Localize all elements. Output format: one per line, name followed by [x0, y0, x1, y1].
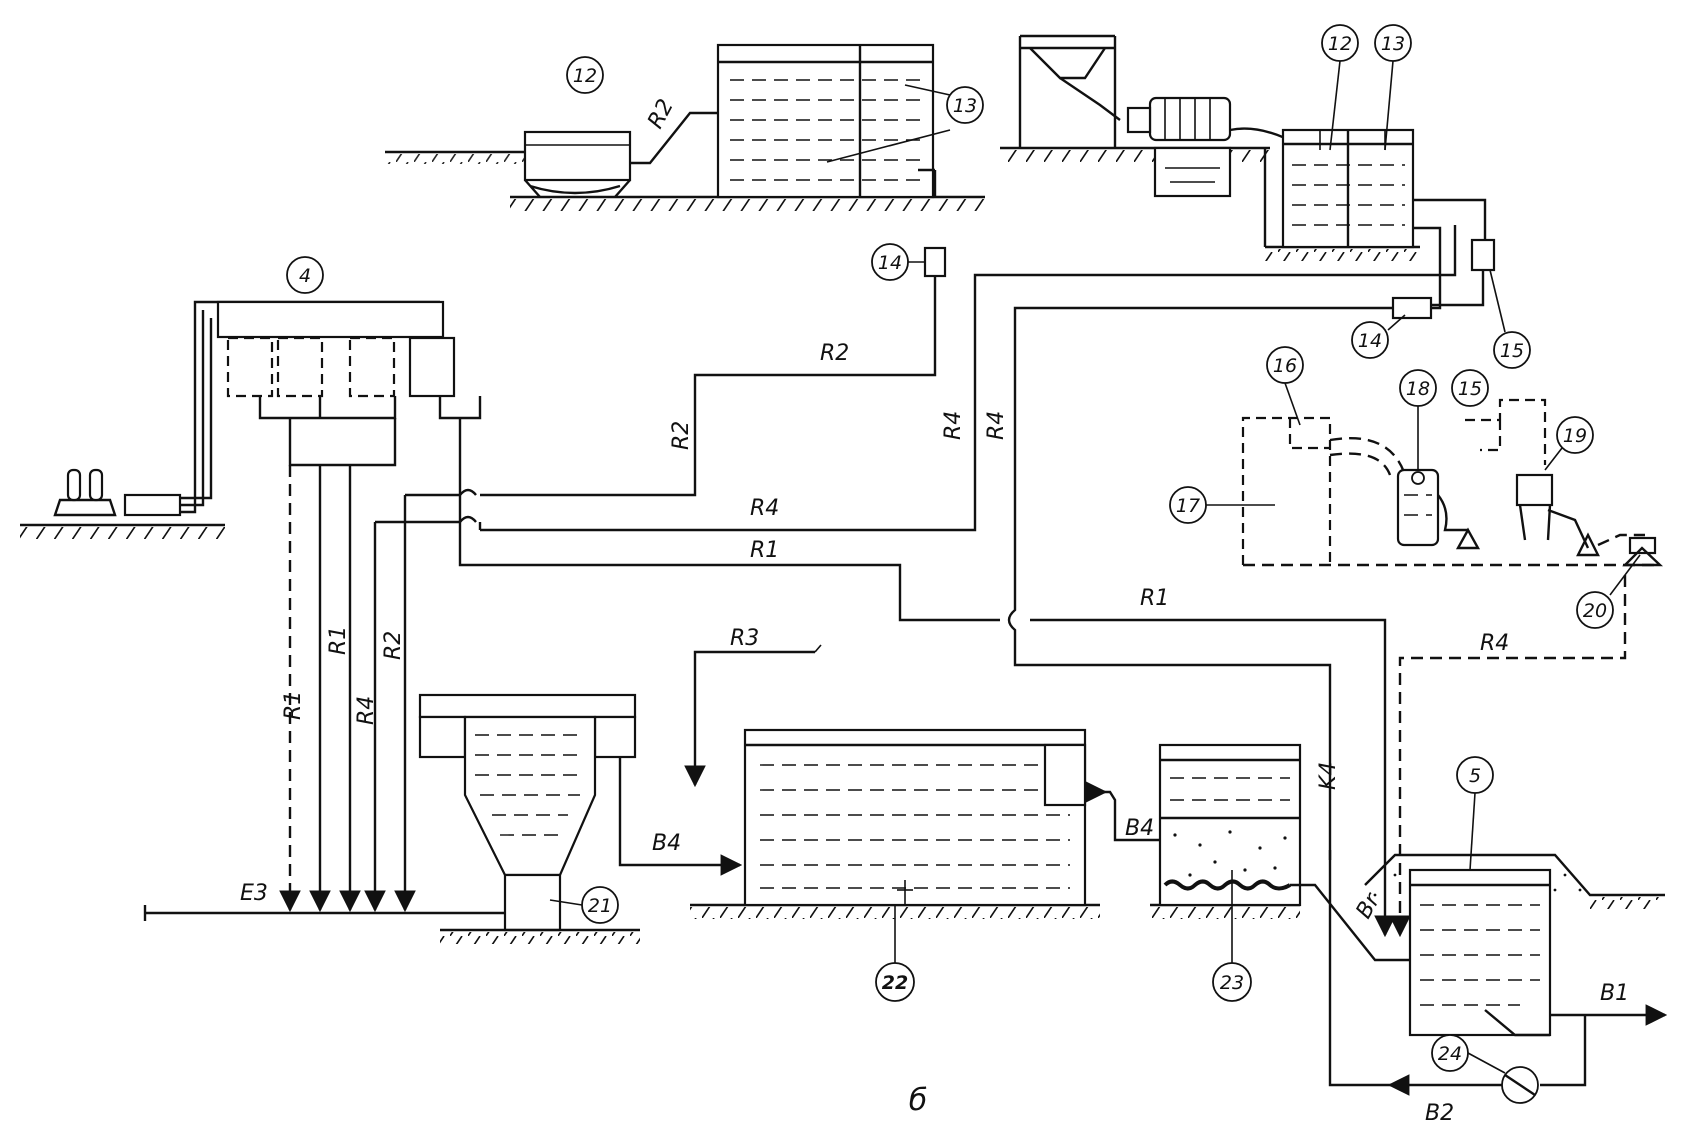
- settling-tank-22: [690, 728, 1160, 919]
- label-r2-upper: R2: [820, 341, 849, 366]
- label-r2-vertical: R2: [669, 421, 694, 450]
- callout-23: 23: [1220, 972, 1244, 994]
- equipment-16-20: [1241, 398, 1664, 938]
- label-b1: B1: [1600, 981, 1629, 1006]
- top-left-unit: [385, 43, 985, 211]
- callout-12-right: 12: [1328, 33, 1352, 55]
- label-r2-top-left: R2: [643, 95, 679, 133]
- tank-12-top: [523, 130, 632, 182]
- label-r1-horizontal: R1: [750, 538, 779, 563]
- label-b2: B2: [1425, 1101, 1454, 1126]
- callout-17: 17: [1176, 495, 1200, 517]
- valve-15-right: [1470, 238, 1496, 272]
- main-pipes: [375, 225, 1457, 938]
- label-r4-horizontal: R4: [750, 496, 779, 521]
- callout-4: 4: [299, 265, 311, 287]
- hydrocyclone-21: [418, 693, 743, 944]
- callout-24: 24: [1438, 1043, 1462, 1065]
- label-e3: E3: [240, 881, 268, 906]
- callout-22: 22: [882, 972, 908, 994]
- callout-15-mid: 15: [1458, 378, 1482, 400]
- label-r4-vertical-2: R4: [984, 411, 1009, 440]
- return-pipes: [143, 465, 530, 921]
- settler-13-top: [716, 43, 935, 199]
- label-r4-vertical-left: R4: [354, 696, 379, 725]
- valve-14-right: [1391, 296, 1433, 320]
- label-b4-left: B4: [652, 831, 681, 856]
- callout-21: 21: [588, 895, 612, 917]
- label-r4-vertical-1: R4: [941, 411, 966, 440]
- label-r1-vertical-a: R1: [281, 691, 306, 720]
- figure-caption: б: [909, 1083, 928, 1118]
- callout-numbers: 12 13 14 4 12 13 14 15 16 17 18 15 19 20…: [299, 33, 1607, 1065]
- machine-block-4: [20, 300, 482, 539]
- label-r1-right: R1: [1140, 586, 1169, 611]
- label-r4-right: R4: [1480, 631, 1509, 656]
- callout-20: 20: [1583, 600, 1607, 622]
- callout-15-right: 15: [1500, 340, 1524, 362]
- reservoir-5: [1328, 850, 1668, 1104]
- label-b4-right: B4: [1125, 816, 1154, 841]
- callout-13-right: 13: [1381, 33, 1405, 55]
- label-r3: R3: [730, 626, 759, 651]
- callout-18: 18: [1406, 378, 1430, 400]
- callout-14-left: 14: [878, 252, 902, 274]
- pipe-labels: R2 R2 R2 R4 R4 R4 R1 R1 R4 R3 R1 R1 R4 R…: [240, 95, 1629, 1126]
- label-k4: K4: [1316, 762, 1341, 790]
- valve-14-left: [923, 246, 947, 278]
- callout-14-right: 14: [1358, 330, 1382, 352]
- callout-12-left: 12: [573, 65, 597, 87]
- filter-23: [1150, 743, 1410, 962]
- callout-5: 5: [1469, 765, 1481, 787]
- label-br: Br: [1352, 888, 1387, 923]
- callout-16: 16: [1273, 355, 1297, 377]
- top-right-unit: [1000, 34, 1420, 261]
- callout-13-top: 13: [953, 95, 977, 117]
- label-r2-vertical-left: R2: [381, 631, 406, 660]
- label-r1-vertical-b: R1: [326, 626, 351, 655]
- callout-19: 19: [1563, 425, 1587, 447]
- callouts: [286, 24, 1641, 1074]
